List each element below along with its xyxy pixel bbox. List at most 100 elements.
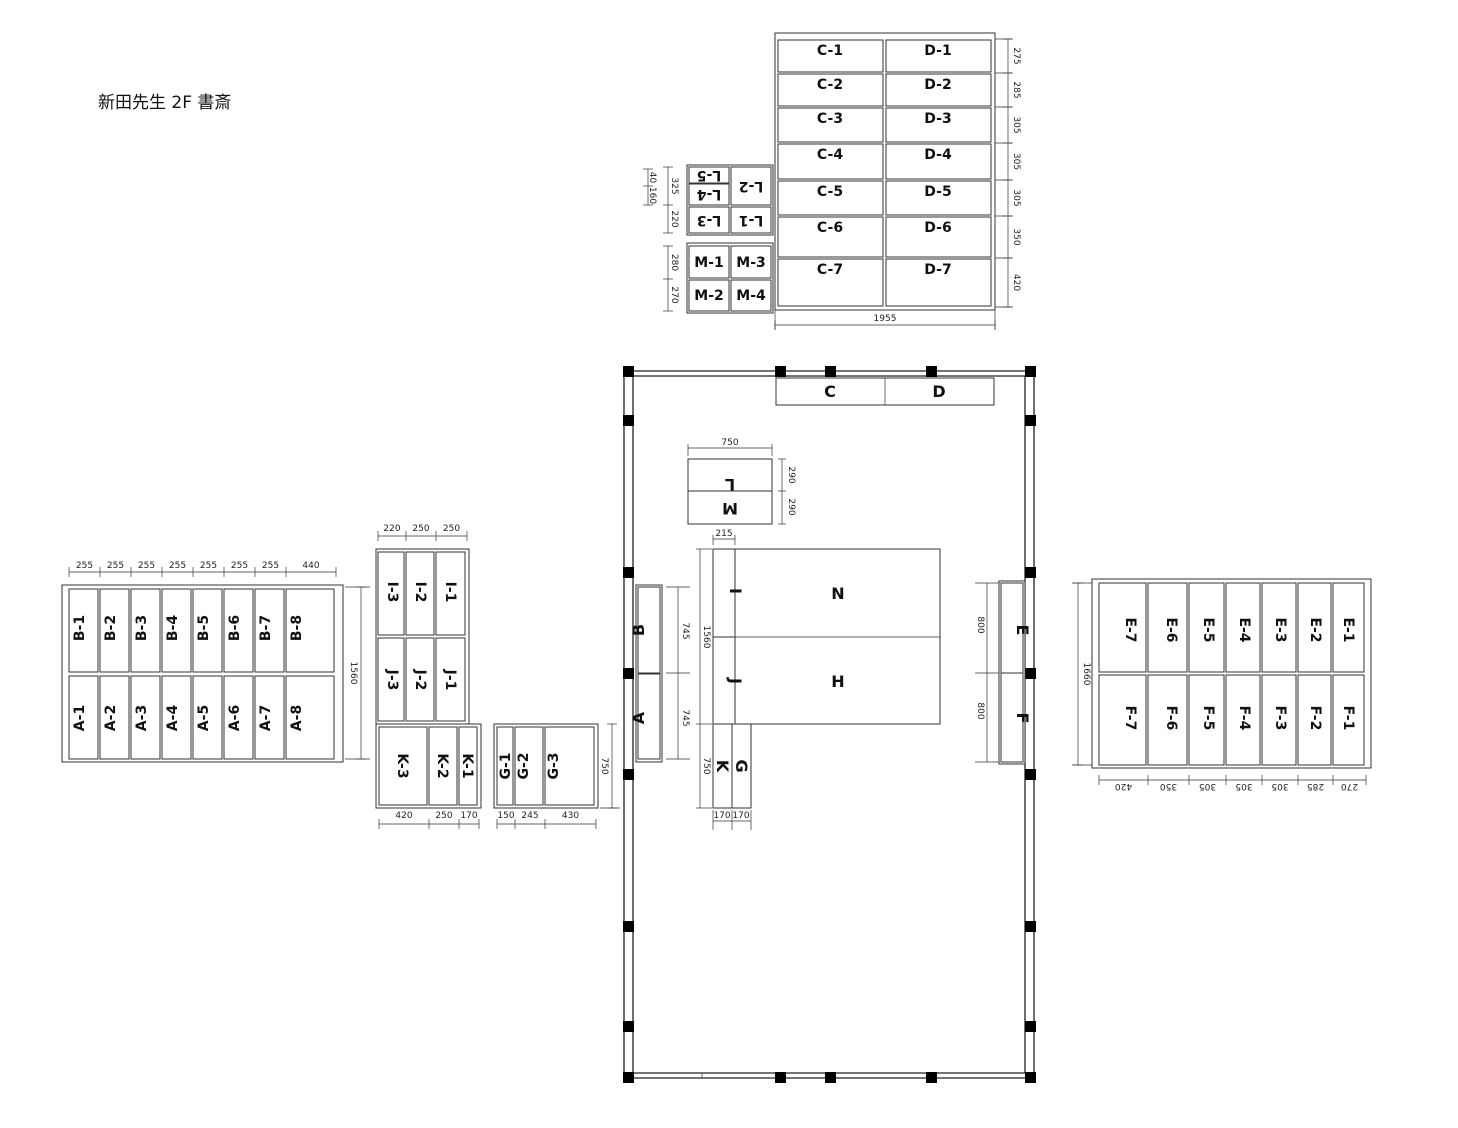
- dim-kg-height: 750: [701, 757, 711, 774]
- label-D-6: D-6: [924, 220, 951, 236]
- dimension-text: 420: [1115, 781, 1132, 791]
- dimension-text: 255: [262, 561, 279, 571]
- label-J-2: J-2: [412, 669, 428, 691]
- label-A-6: A-6: [227, 705, 243, 731]
- label-F-2: F-2: [1307, 706, 1323, 731]
- label-M-3: M-3: [736, 255, 765, 271]
- shelf-E-6: [1147, 582, 1188, 673]
- dimension-text: 305: [1235, 781, 1252, 791]
- label-D-3: D-3: [924, 111, 951, 127]
- shelf-F-6: [1147, 674, 1188, 766]
- label-C-6: C-6: [817, 220, 843, 236]
- label-G-2: G-2: [516, 752, 532, 779]
- dimension-text: 170: [460, 811, 477, 821]
- room-shelf-f: [1000, 672, 1024, 763]
- dimension-text: 255: [138, 561, 155, 571]
- shelf-A-2: [99, 675, 130, 760]
- label-F-5: F-5: [1200, 706, 1216, 731]
- shelf-I-2: [405, 551, 435, 636]
- shelf-F-4: [1225, 674, 1261, 766]
- shelf-E-4: [1225, 582, 1261, 673]
- dimension-text: 150: [497, 811, 514, 821]
- shelf-l-2: [730, 166, 772, 206]
- dimension-text: 270: [669, 286, 679, 303]
- dimension-text: 220: [669, 210, 679, 227]
- label-E-3: E-3: [1272, 617, 1288, 642]
- label-L-2: L-2: [739, 178, 763, 194]
- label-A-1: A-1: [72, 705, 88, 731]
- dimension-text: 1560: [348, 662, 358, 685]
- room-shelf-g: [731, 723, 752, 809]
- shelf-K-3: [378, 726, 428, 806]
- shelf-E-5: [1188, 582, 1225, 673]
- label-B-1: B-1: [72, 615, 88, 641]
- shelf-A-6: [223, 675, 254, 760]
- room-label-k: K: [713, 760, 732, 773]
- label-J-3: J-3: [384, 669, 400, 691]
- dimension-text: 305: [1271, 781, 1288, 791]
- shelf-G-1: [496, 726, 514, 806]
- dimension-text: 250: [443, 524, 460, 534]
- label-A-4: A-4: [165, 705, 181, 732]
- room-label-f: F: [1013, 713, 1032, 724]
- shelf-B-7: [254, 588, 285, 673]
- dim-f-height: 800: [975, 702, 985, 719]
- label-E-7: E-7: [1122, 617, 1138, 642]
- shelf-E-3: [1261, 582, 1297, 673]
- label-B-7: B-7: [258, 615, 274, 641]
- shelf-E-1: [1332, 582, 1365, 673]
- dimension-text: 255: [107, 561, 124, 571]
- dim-lm-width: 750: [721, 438, 738, 448]
- label-I-1: I-1: [442, 582, 458, 603]
- shelf-K-1: [458, 726, 478, 806]
- shelf-F-3: [1261, 674, 1297, 766]
- shelf-B-4: [161, 588, 192, 673]
- label-F-3: F-3: [1272, 706, 1288, 731]
- dimension-text: 440: [302, 561, 319, 571]
- label-M-1: M-1: [694, 255, 723, 271]
- label-F-4: F-4: [1236, 706, 1252, 731]
- shelf-d-4: [885, 143, 992, 180]
- shelf-B-8: [285, 588, 335, 673]
- room-walls: [623, 366, 1036, 1083]
- label-B-4: B-4: [165, 615, 181, 641]
- dim-k-width: 170: [713, 811, 730, 821]
- dimension-text: 285: [1011, 81, 1021, 98]
- dimension-text: 250: [435, 811, 452, 821]
- label-K-1: K-1: [459, 753, 475, 778]
- shelf-I-1: [435, 551, 466, 636]
- dim-b-height: 745: [680, 622, 690, 639]
- room-label-l: L: [725, 475, 735, 494]
- shelf-c-7: [777, 258, 884, 307]
- room-label-c: C: [824, 382, 836, 401]
- label-C-7: C-7: [817, 262, 843, 278]
- shelf-l-3: [688, 206, 730, 234]
- room-label-e: E: [1013, 625, 1032, 636]
- label-E-1: E-1: [1340, 617, 1356, 642]
- dimension-text: 40: [647, 172, 657, 184]
- shelf-B-2: [99, 588, 130, 673]
- dimension-text: 245: [521, 811, 538, 821]
- shelf-G-3: [544, 726, 595, 806]
- label-C-5: C-5: [817, 184, 843, 200]
- label-B-5: B-5: [196, 615, 212, 641]
- shelf-F-5: [1188, 674, 1225, 766]
- label-C-4: C-4: [817, 147, 843, 163]
- room-shelf-l: [687, 458, 773, 492]
- shelf-c-1: [777, 39, 884, 73]
- dimension-text: 1660: [1081, 663, 1091, 686]
- label-L-3: L-3: [697, 212, 721, 228]
- label-D-4: D-4: [924, 147, 952, 163]
- room-label-n: N: [831, 584, 844, 603]
- label-L-4: L-4: [697, 186, 722, 202]
- shelf-G-2: [514, 726, 544, 806]
- label-G-1: G-1: [498, 752, 514, 779]
- room-label-d: D: [932, 382, 945, 401]
- shelf-A-1: [68, 675, 99, 760]
- dimension-text: 305: [1011, 116, 1021, 133]
- label-A-3: A-3: [134, 705, 150, 731]
- shelf-E-2: [1297, 582, 1332, 673]
- dimension-text: 350: [1011, 228, 1021, 245]
- label-B-8: B-8: [289, 615, 305, 641]
- shelf-B-6: [223, 588, 254, 673]
